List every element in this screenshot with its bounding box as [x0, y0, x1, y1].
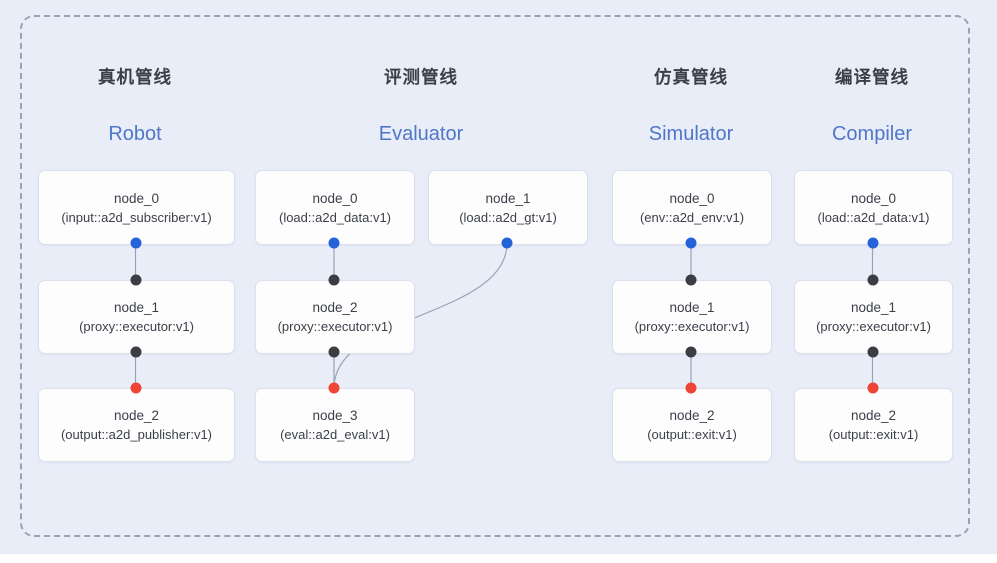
node-title: node_1: [113, 300, 160, 315]
node-type: (proxy::executor:v1): [816, 319, 931, 334]
pipeline-title-zh-robot: 真机管线: [98, 67, 172, 87]
node-title: node_3: [312, 408, 358, 423]
node-compiler-2[interactable]: node_2 (output::exit:v1): [794, 388, 953, 462]
node-title: node_2: [850, 408, 897, 423]
node-type: (env::a2d_env:v1): [639, 209, 745, 225]
node-simulator-2[interactable]: node_2 (output::exit:v1): [612, 388, 772, 462]
node-robot-2[interactable]: node_2 (output::a2d_publisher:v1): [38, 388, 235, 462]
node-compiler-0[interactable]: node_0 (load::a2d_data:v1): [794, 170, 953, 245]
pipeline-title-zh-compiler: 编译管线: [835, 67, 909, 87]
node-type: (proxy::executor:v1): [634, 319, 750, 334]
node-title: node_2: [312, 300, 358, 315]
source-handle-evaluator-n2[interactable]: [328, 346, 340, 358]
node-title: node_1: [850, 300, 897, 315]
node-evaluator-2[interactable]: node_2 (proxy::executor:v1): [255, 280, 415, 354]
source-handle-compiler-n1[interactable]: [867, 346, 878, 358]
node-title: node_1: [485, 190, 531, 206]
node-type: (output::exit:v1): [828, 427, 919, 442]
node-compiler-1[interactable]: node_1 (proxy::executor:v1): [794, 280, 953, 354]
source-handle-robot-n1[interactable]: [130, 346, 141, 358]
page-bottom-strip: [0, 554, 997, 563]
node-robot-1[interactable]: node_1 (proxy::executor:v1): [38, 280, 235, 354]
pipeline-title-zh-simulator: 仿真管线: [654, 67, 728, 87]
target-handle-evaluator-n2[interactable]: [328, 274, 340, 286]
node-type: (proxy::executor:v1): [277, 319, 393, 334]
node-title: node_0: [113, 190, 160, 206]
target-handle-simulator-n1[interactable]: [685, 274, 697, 286]
node-type: (eval::a2d_eval:v1): [280, 427, 390, 442]
pipeline-title-en-evaluator: Evaluator: [378, 123, 464, 145]
node-type: (output::exit:v1): [647, 427, 737, 442]
dashed-border-frame: [20, 15, 970, 537]
target-handle-robot-n2[interactable]: [130, 382, 141, 394]
node-type: (load::a2d_data:v1): [278, 209, 392, 225]
target-handle-compiler-n1[interactable]: [867, 274, 878, 286]
node-title: node_0: [312, 190, 358, 206]
node-type: (load::a2d_data:v1): [817, 209, 930, 225]
node-type: (output::a2d_publisher:v1): [60, 427, 213, 442]
source-handle-simulator-n0[interactable]: [685, 237, 697, 249]
node-title: node_0: [850, 190, 897, 206]
target-handle-compiler-n2[interactable]: [867, 382, 878, 394]
node-title: node_2: [669, 408, 715, 423]
edge-evaluator-n1-n3: [333, 242, 508, 389]
node-type: (proxy::executor:v1): [79, 319, 194, 334]
target-handle-robot-n1[interactable]: [130, 274, 141, 286]
pipeline-title-zh-evaluator: 评测管线: [384, 67, 458, 87]
node-title: node_2: [113, 408, 160, 423]
node-simulator-1[interactable]: node_1 (proxy::executor:v1): [612, 280, 772, 354]
source-handle-simulator-n1[interactable]: [685, 346, 697, 358]
pipeline-title-en-robot: Robot: [108, 123, 162, 145]
target-handle-simulator-n2[interactable]: [685, 382, 697, 394]
source-handle-robot-n0[interactable]: [130, 237, 141, 249]
pipeline-title-en-compiler: Compiler: [831, 123, 913, 145]
node-evaluator-3[interactable]: node_3 (eval::a2d_eval:v1): [255, 388, 415, 462]
node-title: node_0: [669, 190, 715, 206]
source-handle-evaluator-n0[interactable]: [328, 237, 340, 249]
node-type: (load::a2d_gt:v1): [459, 209, 557, 225]
target-handle-evaluator-n3[interactable]: [328, 382, 340, 394]
node-evaluator-0[interactable]: node_0 (load::a2d_data:v1): [255, 170, 415, 245]
node-simulator-0[interactable]: node_0 (env::a2d_env:v1): [612, 170, 772, 245]
node-type: (input::a2d_subscriber:v1): [61, 209, 212, 225]
pipeline-title-en-simulator: Simulator: [648, 123, 734, 145]
node-title: node_1: [669, 300, 715, 315]
node-robot-0[interactable]: node_0 (input::a2d_subscriber:v1): [38, 170, 235, 245]
source-handle-compiler-n0[interactable]: [867, 237, 878, 249]
source-handle-evaluator-n1[interactable]: [501, 237, 513, 249]
node-evaluator-1[interactable]: node_1 (load::a2d_gt:v1): [428, 170, 588, 245]
